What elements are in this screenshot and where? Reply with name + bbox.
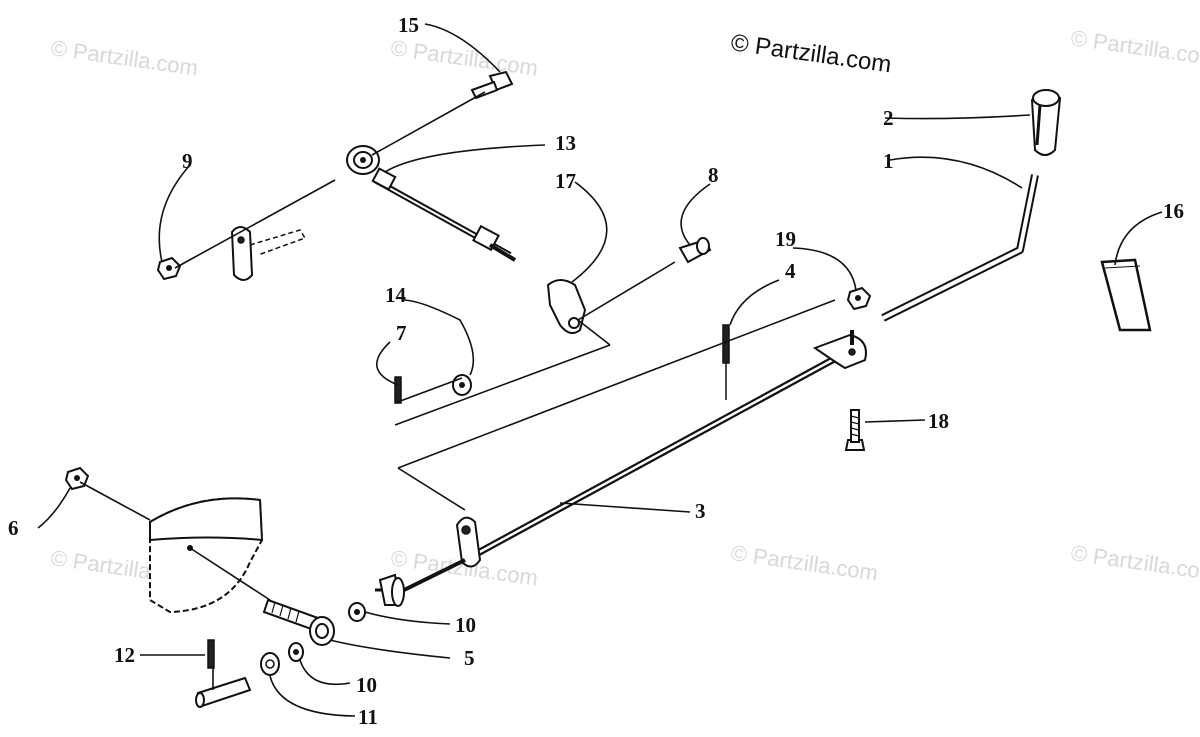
knob-part-2 — [1030, 89, 1062, 156]
callout-9: 9 — [182, 149, 193, 173]
callout-3: 3 — [695, 499, 706, 523]
nut-part-19 — [846, 286, 872, 311]
cone-fitting — [375, 573, 405, 607]
pin-part-12 — [207, 639, 215, 669]
callout-11: 11 — [358, 705, 378, 729]
callout-10-upper: 10 — [455, 613, 476, 637]
bolt-part-18 — [844, 409, 866, 451]
watermark: © Partzilla.com — [49, 35, 199, 80]
assembly-lines — [79, 91, 836, 601]
decal-part-16 — [1100, 258, 1152, 332]
bracket-near-part-9 — [230, 226, 307, 281]
callout-19: 19 — [775, 227, 796, 251]
watermark: © Partzilla.com — [1069, 540, 1200, 585]
washer-part-11 — [260, 652, 280, 676]
callout-17: 17 — [555, 169, 576, 193]
pin-part-8 — [678, 237, 712, 264]
cotter-pin-part-7 — [394, 376, 402, 404]
callout-6: 6 — [8, 516, 19, 540]
callout-4: 4 — [785, 259, 796, 283]
callout-15: 15 — [398, 13, 419, 37]
callout-5: 5 — [464, 646, 475, 670]
callout-1: 1 — [883, 149, 894, 173]
copyright-notice: © Partzilla.com — [729, 29, 893, 78]
nut-part-6 — [64, 466, 90, 491]
screw-part-15 — [470, 70, 514, 100]
linkage-rod-part-13 — [346, 145, 517, 262]
callout-2: 2 — [883, 106, 894, 130]
callout-10-lower: 10 — [356, 673, 377, 697]
callout-18: 18 — [928, 409, 949, 433]
callout-leaders — [37, 23, 1163, 717]
watermark: © Partzilla.com — [1069, 25, 1200, 70]
clip-part-17 — [546, 279, 587, 335]
washer-part-10-upper — [348, 602, 366, 622]
lever-rod-part-1 — [881, 174, 1039, 322]
callout-7: 7 — [396, 321, 407, 345]
callout-labels: 15 9 13 17 8 14 7 2 1 16 19 4 18 3 6 10 … — [8, 13, 1184, 729]
nut-part-9 — [156, 256, 182, 281]
tube — [195, 676, 252, 708]
callout-16: 16 — [1163, 199, 1184, 223]
shaft-arm — [812, 330, 867, 370]
pin-part-4 — [722, 324, 730, 400]
callout-12: 12 — [114, 643, 135, 667]
bracket-plate — [149, 497, 264, 614]
shaft-part-3 — [399, 341, 862, 594]
callout-8: 8 — [708, 163, 719, 187]
washer-part-10-lower — [288, 642, 304, 662]
bolt-part-5 — [262, 598, 335, 646]
watermark: © Partzilla.com — [729, 540, 879, 585]
callout-13: 13 — [555, 131, 576, 155]
callout-14: 14 — [385, 283, 407, 307]
